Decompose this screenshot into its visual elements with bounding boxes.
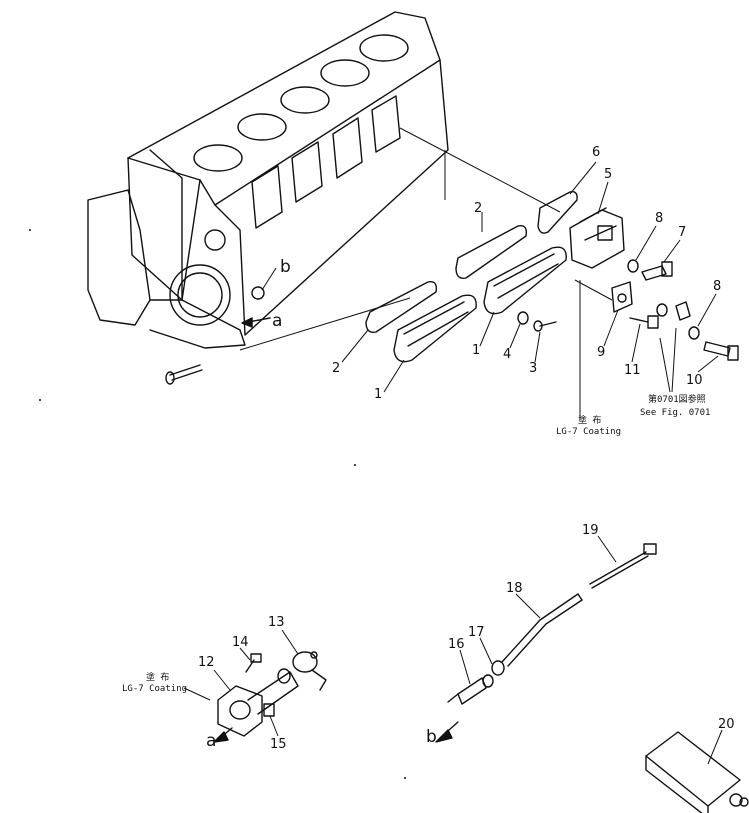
callout-3: 3 <box>529 361 537 376</box>
bolt-10 <box>703 341 739 361</box>
breather-cap-13 <box>292 651 327 691</box>
callout-7: 7 <box>678 225 686 240</box>
coating-note-bottom-jp: 塗 布 <box>146 671 169 683</box>
callout-17: 17 <box>468 625 485 640</box>
callout-2-left: 2 <box>332 361 340 376</box>
callout-numbers: 1 1 2 2 3 4 5 6 7 8 8 9 10 11 12 13 14 1… <box>198 145 735 752</box>
bolt-14 <box>245 653 262 673</box>
nut-15 <box>263 703 275 717</box>
gasket-6 <box>537 190 578 234</box>
coating-note-top-en: LG-7 Coating <box>556 427 621 437</box>
leader-lines <box>183 161 723 765</box>
ref-a-top: a <box>272 311 282 331</box>
notes: 塗 布 LG-7 Coating 第0701図参照 See Fig. 0701 … <box>122 393 710 694</box>
gauge-tube-18 <box>501 593 583 667</box>
callout-2-right: 2 <box>474 201 482 216</box>
callout-16: 16 <box>448 637 465 652</box>
callout-1-right: 1 <box>472 343 480 358</box>
washer-8-upper <box>627 259 639 273</box>
ref-a-bottom: a <box>206 731 216 751</box>
gauge-guide-16 <box>447 677 487 705</box>
callout-19: 19 <box>582 523 599 538</box>
callout-11: 11 <box>624 363 641 378</box>
coating-note-top-jp: 塗 布 <box>578 414 601 426</box>
bolt-7 <box>641 261 673 281</box>
callout-20: 20 <box>718 717 735 732</box>
washer-4 <box>517 311 529 325</box>
fig-ref-note-en: See Fig. 0701 <box>640 408 710 418</box>
callout-5: 5 <box>604 167 612 182</box>
bolt-11 <box>629 315 659 329</box>
washer-8-lower <box>688 326 700 340</box>
coating-note-bottom-en: LG-7 Coating <box>122 684 187 694</box>
side-cover-1-left <box>393 294 477 363</box>
callout-8-upper: 8 <box>655 211 663 226</box>
ref-b-bottom: b <box>426 727 437 747</box>
callout-1-left: 1 <box>374 387 382 402</box>
callout-9: 9 <box>597 345 605 360</box>
pipe-tube <box>247 668 299 715</box>
callout-18: 18 <box>506 581 523 596</box>
dipstick-19 <box>589 543 657 589</box>
callout-14: 14 <box>232 635 249 650</box>
mounting-flange-12 <box>217 685 263 737</box>
callout-8-lower: 8 <box>713 279 721 294</box>
nut-17 <box>482 660 505 688</box>
bracket-9 <box>611 281 633 313</box>
gasket-2-right <box>455 225 528 279</box>
callout-6: 6 <box>592 145 600 160</box>
callout-10: 10 <box>686 373 703 388</box>
gasket-2-left <box>365 281 438 333</box>
callout-4: 4 <box>503 347 511 362</box>
side-cover-1-right <box>483 246 567 315</box>
breather-body-5 <box>569 207 625 269</box>
engine-block <box>87 11 449 385</box>
ref-b-top: b <box>280 257 291 277</box>
callout-15: 15 <box>270 737 287 752</box>
bolt-3 <box>533 320 557 332</box>
callout-13: 13 <box>268 615 285 630</box>
fig-ref-note-jp: 第0701図参照 <box>648 393 706 405</box>
reference-letters: a b a b <box>206 257 437 751</box>
part-20-housing <box>645 731 749 813</box>
callout-12: 12 <box>198 655 215 670</box>
